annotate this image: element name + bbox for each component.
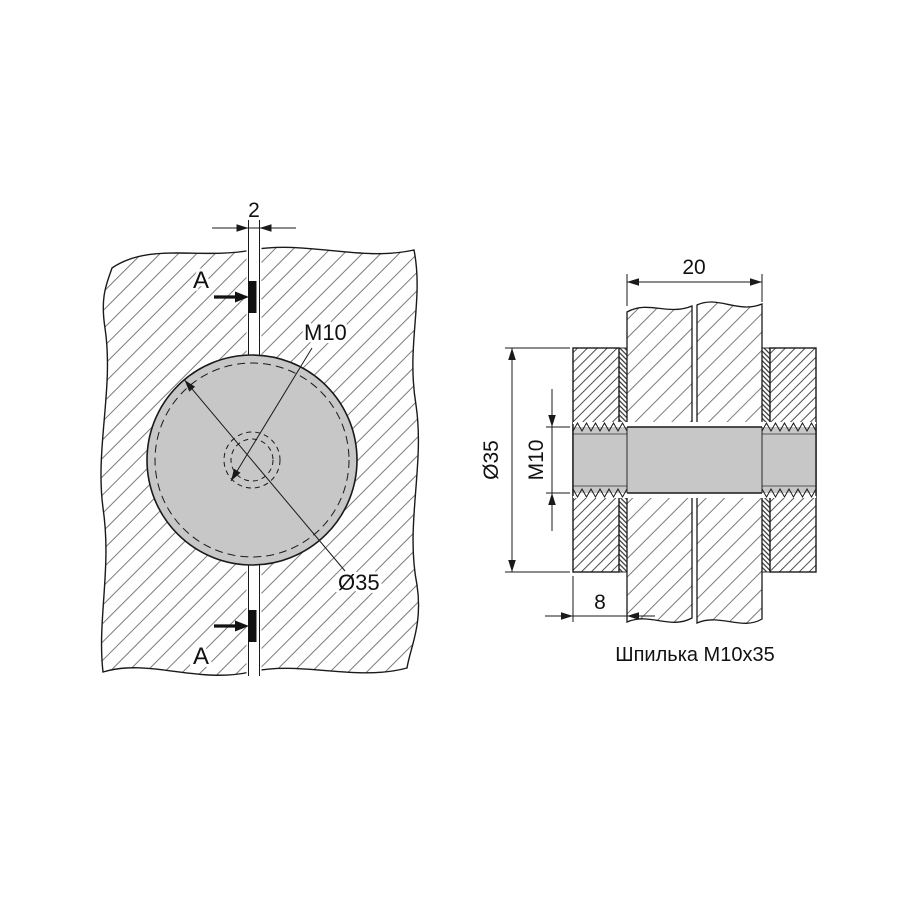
stud-thread-right xyxy=(761,421,817,433)
dia35-leader-label: Ø35 xyxy=(338,570,380,595)
m10-leader: M10 xyxy=(230,317,350,482)
dim-8-label: 8 xyxy=(594,591,606,614)
stud-thread-left xyxy=(572,421,628,433)
front-disc-dashed-ring xyxy=(154,362,350,558)
side-stud xyxy=(572,421,817,499)
front-thread-minor-circle xyxy=(230,438,274,482)
dia35-leader: Ø35 xyxy=(184,379,383,598)
section-arrow-top xyxy=(214,291,249,303)
section-cut-mark-top xyxy=(248,281,257,313)
section-label-top: A xyxy=(193,267,209,294)
section-cut-mark-bottom xyxy=(248,610,257,642)
dim-m10: M10 xyxy=(525,389,570,531)
front-thread-major-circle xyxy=(223,431,281,489)
side-view: 20 Ø35 M10 8 Шпилька М10х35 xyxy=(480,256,817,666)
dim-20-label: 20 xyxy=(682,256,705,279)
caption-label: Шпилька М10х35 xyxy=(615,644,774,666)
m10-leader-label: M10 xyxy=(304,320,347,345)
gap-dimension-label: 2 xyxy=(248,199,260,222)
section-label-bottom: A xyxy=(193,643,209,670)
dim-8: 8 xyxy=(545,576,655,622)
dim-dia35: Ø35 xyxy=(480,347,570,573)
dim-m10-label: M10 xyxy=(525,440,548,481)
gap-dimension: 2 xyxy=(212,199,296,244)
stud-body xyxy=(573,427,816,493)
dim-dia35-label: Ø35 xyxy=(480,440,503,480)
section-arrow-bottom xyxy=(214,620,249,632)
dim-20: 20 xyxy=(626,256,763,306)
front-view: A A 2 M10 Ø35 xyxy=(100,199,420,680)
